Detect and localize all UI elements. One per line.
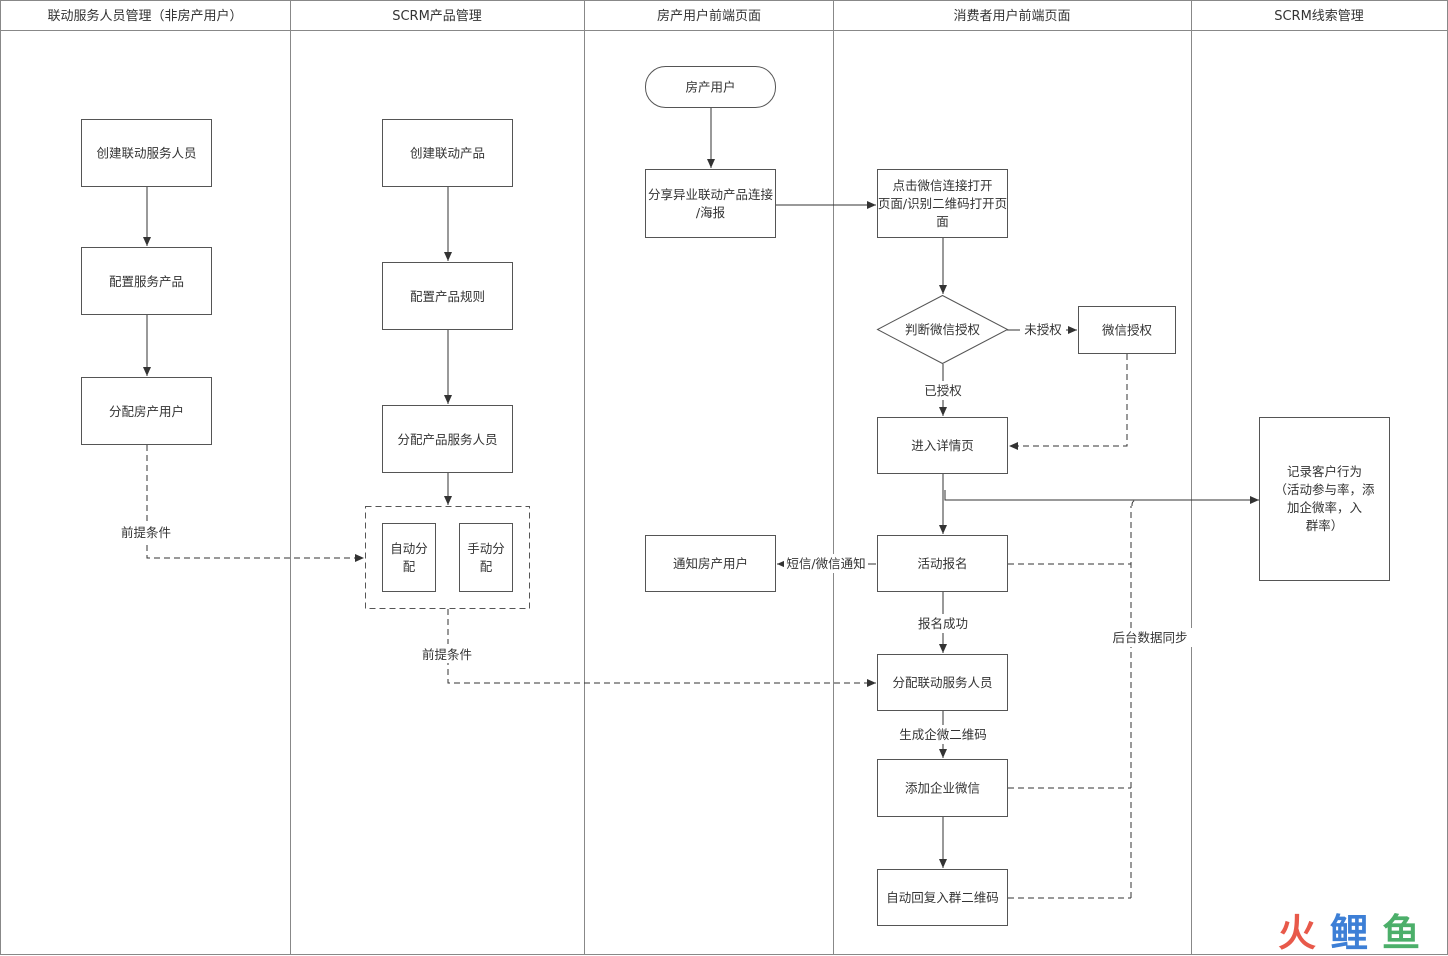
svg-text:创建联动产品: 创建联动产品 [410,146,485,161]
open-page-text: 点击微信连接打开页面/识别二维码打开页面 [878,178,1007,229]
node-create-product: 创建联动产品 [382,119,513,187]
label-precondition-1: 前提条件 [121,525,171,540]
svg-text:判断微信授权: 判断微信授权 [905,322,981,337]
node-signup: 活动报名 [877,535,1008,592]
lane-title-estate-frontend: 房产用户前端页面 [657,8,761,24]
watermark-char-3: 鱼 [1382,911,1420,955]
node-create-staff: 创建联动服务人员 [81,119,212,187]
node-record-behavior: 记录客户行为（活动参与率，添加企微率，入群率） [1259,417,1390,581]
node-assign-estate-user: 分配房产用户 [81,377,212,445]
watermark-logo: 火 鲤 鱼 [1278,911,1420,955]
svg-text:微信授权: 微信授权 [1102,323,1153,338]
node-share-link: 分享异业联动产品连接/海报 [645,169,776,238]
edge-labels: 前提条件 前提条件 未授权 已授权 短信/微信通知 报名成功 生成企微二维码 后… [118,320,1192,744]
node-auto-reply-qr: 自动回复入群二维码 [877,869,1008,926]
auto-assign-text: 自动分配 [390,541,428,574]
node-manual-assign: 手动分配 [459,523,513,592]
edge-detail-to-record-behavior [944,490,1259,504]
label-sms-notify: 短信/微信通知 [786,556,865,571]
edge-wechat-auth-to-detail [1009,354,1128,450]
label-precondition-2: 前提条件 [422,647,472,662]
label-signup-success: 报名成功 [918,616,968,631]
svg-text:配置产品规则: 配置产品规则 [410,289,485,304]
svg-text:分配联动服务人员: 分配联动服务人员 [892,675,992,690]
nodes: 创建联动服务人员 配置服务产品 分配房产用户 创建联动产品 配置产品规则 分配产… [81,66,1390,926]
node-add-wecom: 添加企业微信 [877,759,1008,817]
lane-title-scrm-product: SCRM产品管理 [392,9,482,24]
svg-text:添加企业微信: 添加企业微信 [905,781,980,796]
svg-text:分配房产用户: 分配房产用户 [109,404,184,419]
node-assign-mode-group [365,506,530,609]
lane-title-consumer-frontend: 消费者用户前端页面 [953,8,1070,24]
svg-text:房产用户: 房产用户 [685,80,735,95]
svg-text:创建联动服务人员: 创建联动服务人员 [96,146,196,161]
node-assign-product-staff: 分配产品服务人员 [382,405,513,473]
label-authorized: 已授权 [924,383,962,398]
edge-assign-estate-to-assign-group [146,445,364,562]
share-link-text: 分享异业联动产品连接/海报 [648,187,774,220]
svg-text:通知房产用户: 通知房产用户 [673,556,748,571]
record-behavior-text: 记录客户行为（活动参与率，添加企微率，入群率） [1274,464,1375,533]
lane-titles: 联动服务人员管理（非房产用户） SCRM产品管理 房产用户前端页面 消费者用户前… [47,8,1363,24]
node-config-rules: 配置产品规则 [382,262,513,330]
label-gen-qr: 生成企微二维码 [899,727,987,742]
node-estate-user: 房产用户 [645,66,776,108]
node-open-page: 点击微信连接打开页面/识别二维码打开页面 [877,169,1008,238]
edge-group-to-assign-linked-staff [447,609,876,687]
svg-text:进入详情页: 进入详情页 [911,438,974,453]
node-enter-detail: 进入详情页 [877,417,1008,474]
node-auto-assign: 自动分配 [382,523,436,592]
edge-backend-sync-trunk [1131,499,1137,506]
label-unauthorized: 未授权 [1024,322,1062,337]
svg-text:活动报名: 活动报名 [917,556,967,571]
node-assign-linked-staff: 分配联动服务人员 [877,654,1008,711]
node-notify-estate-user: 通知房产用户 [645,535,776,592]
watermark-char-1: 火 [1278,911,1316,955]
node-wechat-auth: 微信授权 [1078,306,1176,354]
lane-title-staff-mgmt: 联动服务人员管理（非房产用户） [47,8,242,24]
manual-assign-text: 手动分配 [467,541,505,574]
node-config-service: 配置服务产品 [81,247,212,315]
node-judge-auth: 判断微信授权 [876,294,1009,365]
label-backend-sync: 后台数据同步 [1112,630,1187,645]
svg-text:分配产品服务人员: 分配产品服务人员 [397,432,497,447]
lane-title-scrm-leads: SCRM线索管理 [1274,9,1364,24]
svg-text:配置服务产品: 配置服务产品 [109,274,184,289]
watermark-char-2: 鲤 [1330,911,1368,955]
svg-text:自动回复入群二维码: 自动回复入群二维码 [886,890,999,905]
